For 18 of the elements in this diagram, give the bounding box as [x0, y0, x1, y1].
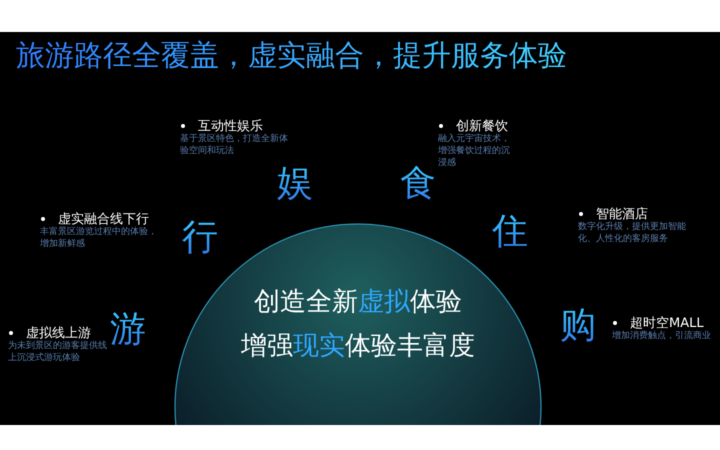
item-description: 数字化升级，提供更加智能化、人性化的客房服务 — [578, 221, 687, 245]
item-description: 基于景区特色，打造全新体验空间和玩法 — [180, 133, 289, 157]
slogan-text: 体验丰富度 — [345, 331, 475, 361]
item-heading: 超时空MALL — [630, 315, 704, 331]
item-heading: 虚拟线上游 — [26, 325, 91, 341]
item-description: 融入元宇宙技术，增强餐饮过程的沉浸感 — [438, 133, 511, 169]
item-heading: 智能酒店 — [596, 206, 648, 222]
item-description: 为未到景区的游客提供线上沉浸式游玩体验 — [8, 340, 108, 364]
slogan-text: 体验 — [410, 287, 462, 317]
item-heading: 虚实融合线下行 — [58, 211, 149, 227]
item-description: 丰富景区游览过程中的体验，增加新鲜感 — [40, 226, 158, 250]
item-heading: 创新餐饮 — [456, 118, 508, 134]
slogan-text: 创造全新 — [254, 287, 358, 317]
item-description: 增加消费触点，引流商业 — [612, 330, 712, 342]
slogan-text: 增强 — [241, 331, 293, 361]
slogan-text: 虚拟 — [358, 287, 410, 317]
item-heading: 互动性娱乐 — [198, 118, 263, 134]
slogan-text: 现实 — [293, 331, 345, 361]
